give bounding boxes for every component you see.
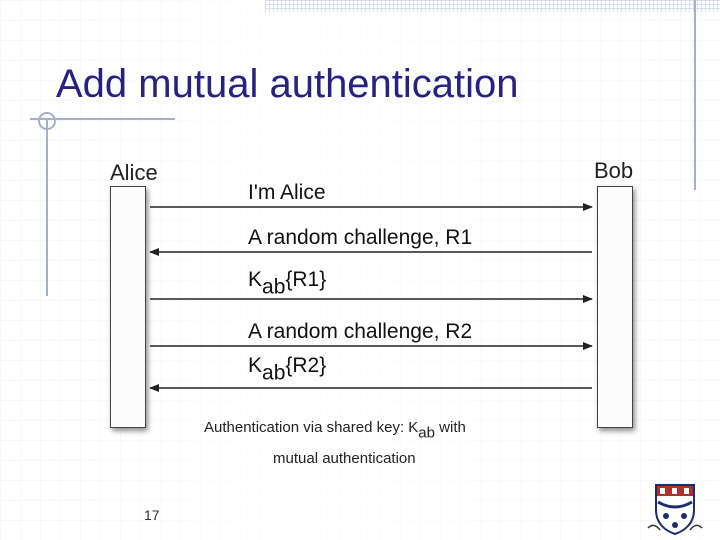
page-number: 17 [144, 507, 160, 523]
top-grid-band [265, 0, 720, 12]
lifeline-alice [110, 186, 146, 428]
message-label-4: A random challenge, R2 [248, 320, 473, 343]
figure-caption-line1: Authentication via shared key: Kab with [204, 419, 466, 441]
decor-vertical-line-left [46, 118, 48, 296]
actor-bob: Bob [594, 158, 634, 183]
key-subscript: ab [262, 361, 286, 385]
figure-caption-line2: mutual authentication [273, 450, 416, 467]
decor-vertical-line-right [694, 0, 696, 190]
key-subscript: ab [262, 275, 286, 299]
key-argument: {R1} [285, 268, 327, 291]
actor-alice: Alice [110, 160, 158, 185]
caption-suffix: with [434, 419, 466, 436]
caption-subscript: ab [418, 424, 435, 442]
key-symbol: K [248, 354, 263, 377]
caption-text: Authentication via shared key: K [204, 419, 419, 436]
message-label-3: Kab{R1} [248, 268, 326, 299]
message-label-2: A random challenge, R1 [248, 226, 473, 249]
slide-title: Add mutual authentication [56, 62, 519, 106]
key-argument: {R2} [285, 354, 327, 377]
university-shield-icon [647, 484, 703, 536]
key-symbol: K [248, 268, 263, 291]
crosshair-icon [38, 112, 56, 130]
message-label-5: Kab{R2} [248, 354, 326, 385]
message-label-1: I'm Alice [248, 181, 326, 204]
title-underline [30, 118, 175, 120]
lifeline-bob [597, 186, 633, 428]
